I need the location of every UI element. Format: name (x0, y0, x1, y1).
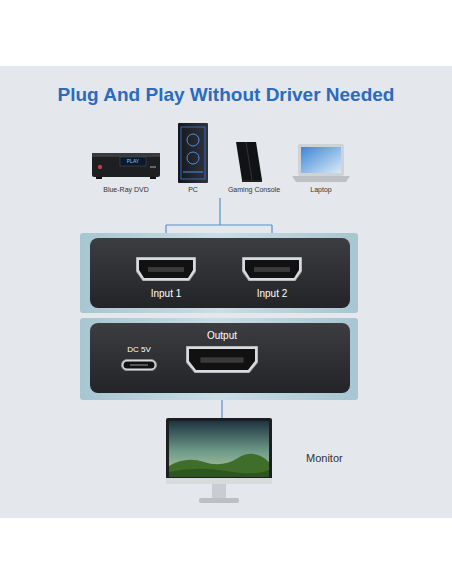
node-label: Input 1 (136, 288, 196, 299)
bluray-player (92, 153, 160, 179)
input-panel (90, 238, 350, 308)
node-label: Input 2 (242, 288, 302, 299)
pc-tower (178, 123, 208, 183)
device-label: Blue-Ray DVD (86, 186, 166, 193)
display-text: PLAY (121, 158, 145, 164)
usbc-port (121, 359, 157, 371)
device-label: PC (173, 186, 213, 193)
game-console (236, 142, 262, 182)
hdmi-port (136, 257, 196, 281)
node-label: Output (186, 330, 258, 341)
output-panel (90, 323, 350, 393)
hdmi-input-port: Input 1 (136, 257, 196, 303)
title: Plug And Play Without Driver Needed (0, 84, 452, 106)
node-label: DC 5V (118, 345, 160, 354)
hdmi-port (242, 257, 302, 281)
monitor-illustration (166, 418, 272, 506)
device-label: Laptop (291, 186, 351, 193)
monitor: Monitor (166, 418, 272, 506)
hdmi-port (186, 346, 258, 373)
panel-frame (80, 233, 358, 313)
node-label: Monitor (306, 452, 343, 464)
panel-frame (80, 318, 358, 400)
laptop (292, 144, 350, 182)
hdmi-input-port: Input 2 (242, 257, 302, 303)
device-label: Gaming Console (214, 186, 294, 193)
hdmi-output-port: Output (186, 330, 258, 374)
power-port: DC 5V (118, 343, 160, 373)
